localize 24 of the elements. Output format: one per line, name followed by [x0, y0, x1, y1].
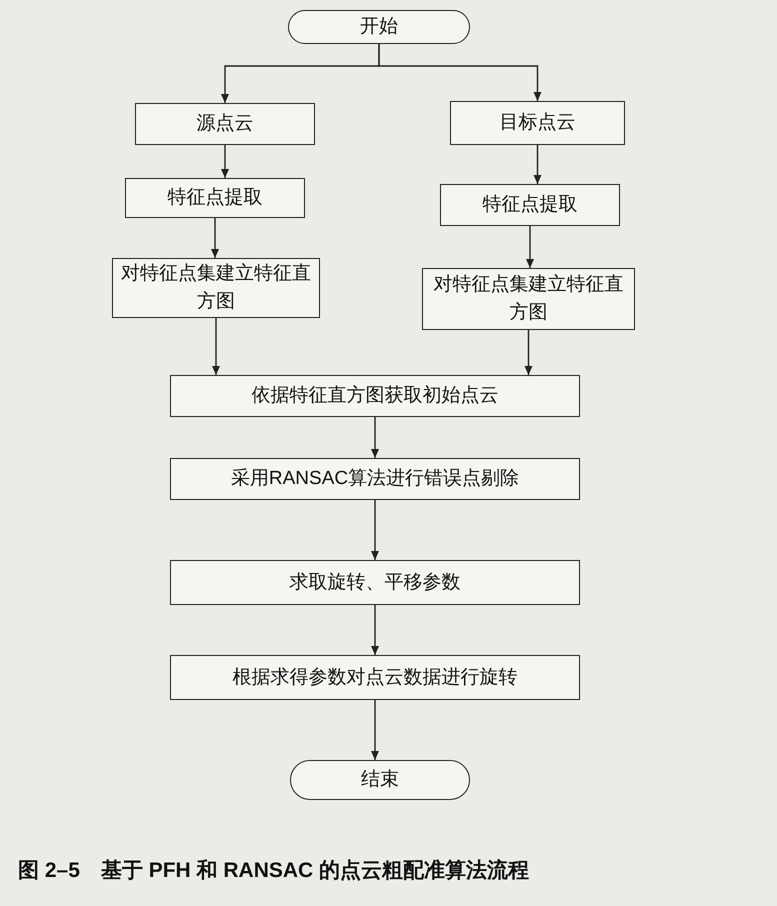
process-box: 特征点提取: [125, 178, 305, 218]
arrow: [526, 226, 534, 268]
arrow: [371, 417, 379, 458]
process-box: 特征点提取: [440, 184, 620, 226]
arrow: [221, 145, 229, 178]
arrow: [378, 44, 542, 101]
process-box: 采用RANSAC算法进行错误点剔除: [170, 458, 580, 500]
arrow: [524, 330, 532, 375]
process-box: 根据求得参数对点云数据进行旋转: [170, 655, 580, 700]
arrow: [534, 145, 542, 184]
process-box: 目标点云: [450, 101, 625, 145]
terminal-box: 结束: [290, 760, 470, 800]
process-box: 依据特征直方图获取初始点云: [170, 375, 580, 417]
process-box: 对特征点集建立特征直方图: [112, 258, 320, 318]
arrow: [371, 605, 379, 655]
process-box: 求取旋转、平移参数: [170, 560, 580, 605]
process-box: 源点云: [135, 103, 315, 145]
process-box: 对特征点集建立特征直方图: [422, 268, 635, 330]
terminal-box: 开始: [288, 10, 470, 44]
figure-caption: 图 2–5 基于 PFH 和 RANSAC 的点云粗配准算法流程: [18, 858, 530, 884]
arrow: [371, 500, 379, 560]
arrow: [371, 700, 379, 760]
arrow: [212, 318, 220, 375]
arrow: [211, 218, 219, 258]
